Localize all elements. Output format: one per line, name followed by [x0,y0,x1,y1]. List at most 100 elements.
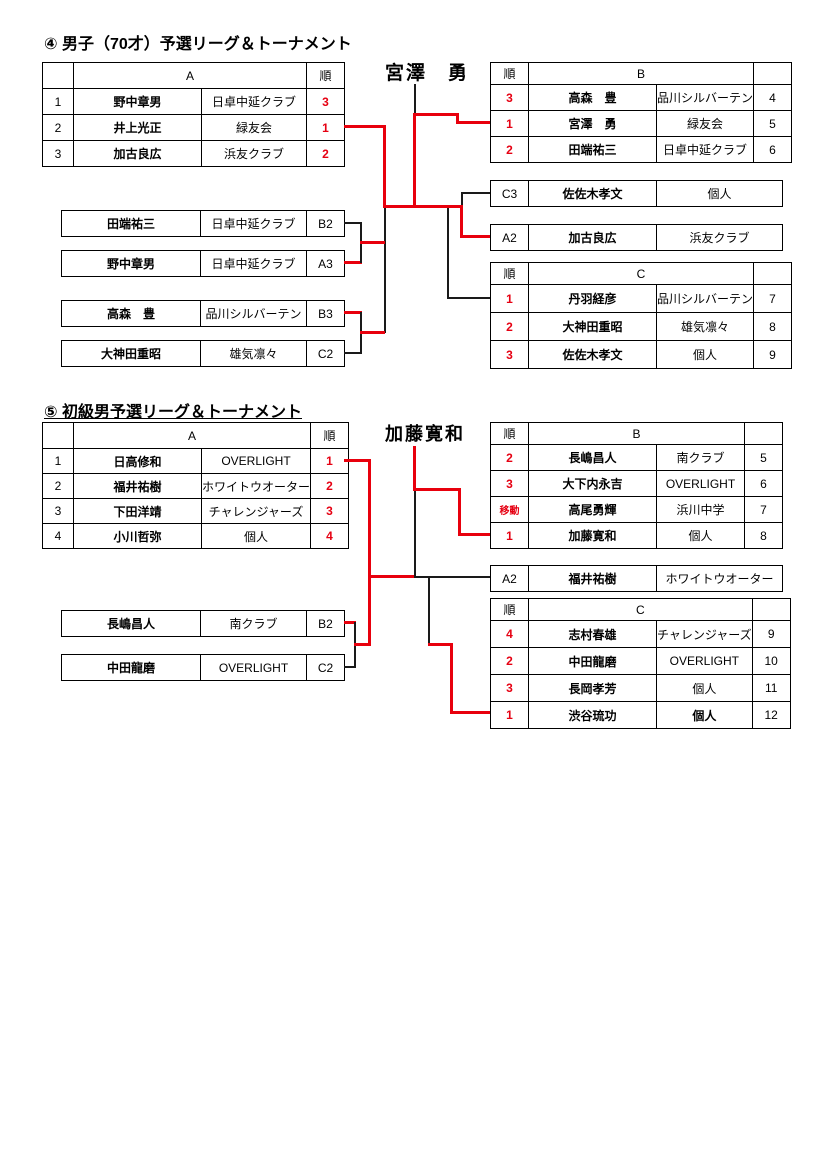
table-row: 3 佐佐木孝文 個人 9 [490,340,793,369]
club-name: 南クラブ [200,610,307,637]
header-group-cell: B [527,62,755,85]
table-row: 2 福井祐樹 ホワイトウオーター 2 [42,473,350,499]
player-name: 大下内永吉 [528,470,657,497]
table-row: 高森 豊 品川シルバーテン B3 [61,300,345,327]
seed-label: C2 [306,340,345,367]
club-name: 日卓中延クラブ [655,136,755,163]
bracket-line [344,666,356,668]
table-row: 2 井上光正 緑友会 1 [42,114,345,141]
table-row: 1 加藤寛和 個人 8 [490,522,783,549]
player-name: 宮澤 勇 [528,110,657,137]
club-name: 日卓中延クラブ [200,210,307,237]
club-name: ホワイトウオーター [200,473,312,499]
bracket-line [428,576,430,645]
player-name: 加藤寛和 [528,522,657,549]
seed-number: 11 [751,674,791,702]
seed-label: A3 [306,250,345,277]
header-blank-cell [751,598,791,621]
player-name: 丹羽経彦 [528,284,657,313]
seed-number: 6 [744,470,783,497]
s5-group-c-table: 順 C 4 志村春雄 チャレンジャーズ 9 2 中田龍磨 OVERLIGHT 1… [490,598,791,729]
row-number: 3 [42,140,74,167]
player-name: 長岡孝芳 [528,674,657,702]
player-name: 渋谷琉功 [528,701,657,729]
seed-label: C2 [306,654,345,681]
player-name: 中田龍磨 [528,647,657,675]
s5-right-box-a2: A2 福井祐樹 ホワイトウオーター [490,565,783,592]
player-name: 高森 豊 [528,84,657,111]
bracket-line [414,84,416,115]
table-row: 3 大下内永吉 OVERLIGHT 6 [490,470,783,497]
rank-value-moved: 移動 [490,496,529,523]
rank-value: 2 [306,140,345,167]
player-name: 佐佐木孝文 [528,180,657,207]
header-blank-cell [753,62,793,85]
header-blank-cell [753,262,793,285]
rank-value: 3 [490,84,529,111]
club-name: 浜友クラブ [656,224,783,251]
header-rank-cell: 順 [490,262,529,285]
table-row: 1 日高修和 OVERLIGHT 1 [42,448,350,474]
seed-label: B2 [306,210,345,237]
player-name: 中田龍磨 [61,654,201,681]
bracket-line [354,643,370,646]
bracket-line [458,533,490,536]
header-blank-cell [42,422,74,449]
row-number: 2 [42,473,74,499]
bracket-line [360,331,385,334]
table-row: 2 長嶋昌人 南クラブ 5 [490,444,783,471]
rank-value: 3 [490,340,529,369]
club-name: 個人 [656,674,753,702]
seed-number: 4 [753,84,793,111]
club-name: 日卓中延クラブ [200,250,307,277]
bracket-line [344,125,386,128]
section4-champion-name: 宮澤 勇 [385,63,470,84]
club-name: 雄気凛々 [200,340,307,367]
player-name: 加古良広 [73,140,202,167]
header-group-cell: A [72,422,312,449]
seed-label: B2 [306,610,345,637]
club-name: 緑友会 [655,110,755,137]
club-name: 浜川中学 [656,496,745,523]
seed-number: 8 [753,312,793,341]
header-rank-cell: 順 [306,62,345,89]
club-name: OVERLIGHT [656,470,745,497]
bracket-line [344,621,356,624]
player-name: 小川哲弥 [73,523,202,549]
s4-left-box-a3: 野中章男 日卓中延クラブ A3 [61,250,345,277]
row-number: 4 [42,523,74,549]
s4-left-box-c2: 大神田重昭 雄気凛々 C2 [61,340,345,367]
table-header-row: 順 C [490,262,793,285]
rank-value: 4 [490,620,529,648]
bracket-line [428,643,453,646]
rank-value: 3 [306,88,345,115]
rank-value: 1 [306,114,345,141]
seed-number: 6 [753,136,793,163]
club-name: 品川シルバーテン [200,300,307,327]
table-row: 4 志村春雄 チャレンジャーズ 9 [490,620,791,648]
table-header-row: 順 C [490,598,791,621]
bracket-line [458,488,461,536]
bracket-line [461,192,490,194]
table-row: A2 福井祐樹 ホワイトウオーター [490,565,783,592]
header-group-cell: C [528,598,753,621]
club-name: 品川シルバーテン [655,284,755,313]
seed-label: A2 [490,565,529,592]
row-number: 2 [42,114,74,141]
player-name: 大神田重昭 [528,312,657,341]
seed-label: A2 [490,224,529,251]
seed-label: C3 [490,180,529,207]
bracket-line [460,205,463,238]
club-name: 品川シルバーテン [655,84,755,111]
table-row: 移動 高尾勇輝 浜川中学 7 [490,496,783,523]
s4-left-box-b3: 高森 豊 品川シルバーテン B3 [61,300,345,327]
club-name: 浜友クラブ [201,140,307,167]
header-rank-cell: 順 [490,598,529,621]
s4-left-box-b2: 田端祐三 日卓中延クラブ B2 [61,210,345,237]
table-row: 1 宮澤 勇 緑友会 5 [490,110,793,137]
player-name: 加古良広 [528,224,657,251]
rank-value: 1 [490,522,529,549]
rank-value: 1 [490,701,529,729]
s5-left-box-b2: 長嶋昌人 南クラブ B2 [61,610,345,637]
